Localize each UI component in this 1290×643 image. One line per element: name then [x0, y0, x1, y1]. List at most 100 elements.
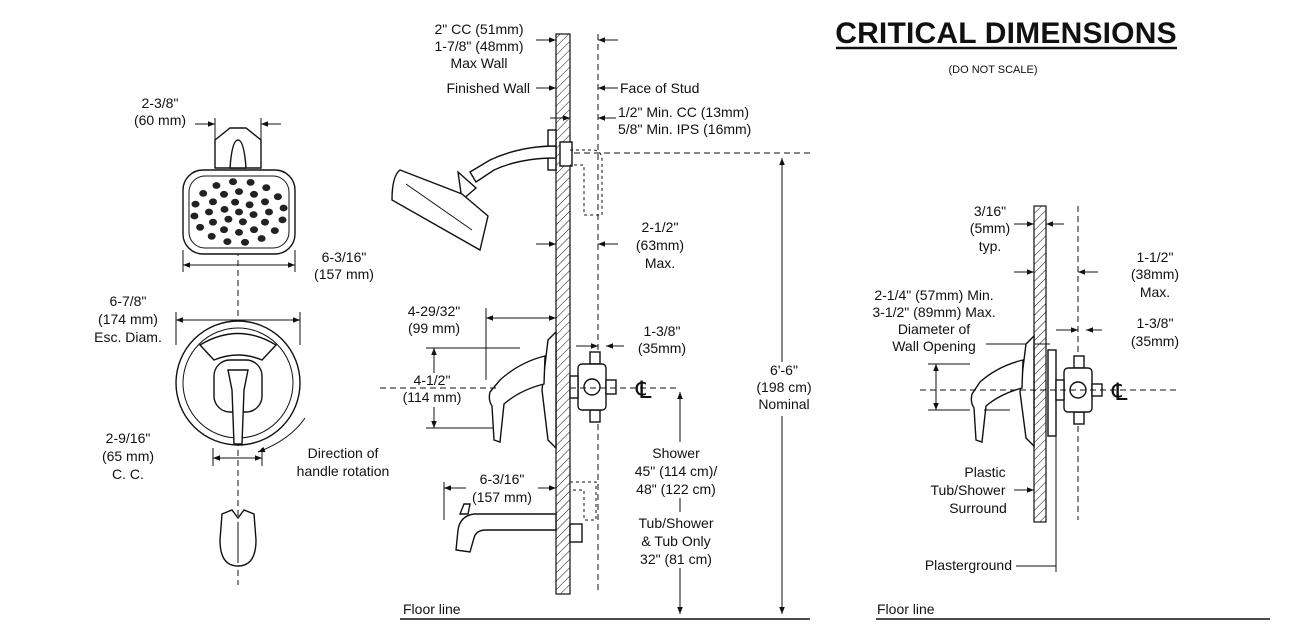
shower-height-label: Shower [652, 445, 700, 461]
detail-valve-depth-metric: (35mm) [1131, 333, 1179, 349]
spray-hole [196, 223, 205, 231]
spray-hole [223, 238, 232, 246]
side-view: Floor line 2" CC (51mm) 1-7/8" (48mm) Ma… [380, 21, 814, 620]
spray-hole [265, 208, 273, 216]
max-space-max: Max. [1140, 284, 1170, 300]
detail-valve-drawing [970, 334, 1103, 448]
valve-depth-metric: (35mm) [638, 340, 686, 356]
spray-hole [235, 208, 243, 216]
spray-hole [261, 198, 269, 206]
rotation-label: Direction of [308, 445, 379, 461]
floor-label: Floor line [403, 601, 461, 617]
spray-hole [229, 178, 237, 186]
max-space-label: 1-1/2" [1137, 249, 1174, 265]
shower-height-48: 48" (122 cm) [636, 481, 716, 497]
spout-reach-label: 6-3/16" [480, 471, 525, 487]
head-diameter-metric: (157 mm) [314, 266, 374, 282]
spray-hole [241, 238, 249, 246]
spray-hole [205, 208, 213, 216]
wall-cc-label: 2" CC (51mm) [435, 21, 524, 37]
spray-hole [190, 212, 199, 220]
handle-cc-metric: (65 mm) [102, 448, 154, 464]
plasterground-label: Plasterground [925, 557, 1012, 573]
shower-head-side-drawing [391, 129, 573, 252]
nominal-text: Nominal [758, 396, 809, 412]
tub-spout-front-drawing [219, 509, 257, 567]
spray-hole [261, 218, 269, 226]
nominal-metric: (198 cm) [756, 379, 811, 395]
plastic-tub-label: Tub/Shower [931, 482, 1006, 498]
spray-hole [231, 198, 240, 206]
max-depth-label: 2-1/2" [642, 219, 679, 235]
handle-cc-cc: C. C. [112, 466, 144, 482]
detail-floor-label: Floor line [877, 601, 935, 617]
surround-thickness-typ: typ. [979, 238, 1002, 254]
min-ips-label: 5/8" Min. IPS (16mm) [618, 121, 751, 137]
spray-hole [209, 198, 217, 206]
plastic-label: Plastic [964, 464, 1005, 480]
valve-side-drawing [488, 330, 617, 450]
handle-cc-label: 2-9/16" [106, 430, 151, 446]
spray-hole [250, 190, 258, 198]
page-subtitle: (DO NOT SCALE) [948, 64, 1037, 76]
spray-hole [199, 190, 208, 197]
tub-height-label: Tub/Shower [639, 515, 714, 531]
tub-height-metric: 32" (81 cm) [640, 551, 712, 567]
front-view: 2-3/8" (60 mm) 6-3/16" (157 mm) 6-7/8" (… [94, 95, 389, 585]
valve-depth-label: 1-3/8" [644, 323, 681, 339]
spray-hole [270, 227, 279, 235]
spray-hole [235, 229, 243, 236]
detail-view: 3/16" (5mm) typ. 1-1/2" (38mm) Max. 2-1/… [872, 203, 1270, 620]
handle-height-label: 4-1/2" [414, 372, 451, 388]
spray-hole [220, 190, 228, 198]
detail-valve-depth-label: 1-3/8" [1137, 315, 1174, 331]
max-space-metric: (38mm) [1131, 266, 1179, 282]
shower-height-45: 45" (114 cm)/ [635, 463, 718, 479]
spray-hole [279, 204, 288, 212]
spray-hole [235, 188, 243, 196]
max-depth-metric: (63mm) [636, 237, 684, 253]
spray-hole [220, 206, 229, 213]
head-width-label: 2-3/8" [142, 95, 179, 111]
head-width-metric: (60 mm) [134, 112, 186, 128]
centerline-symbol: ℄ [635, 376, 652, 404]
spray-hole [224, 215, 233, 223]
surround-thickness-metric: (5mm) [970, 220, 1010, 236]
surround-thickness-label: 3/16" [974, 203, 1006, 219]
tub-only-label: & Tub Only [641, 533, 710, 549]
handle-reach-label: 4-29/32" [408, 303, 460, 319]
spray-hole [246, 179, 255, 186]
spray-hole [257, 235, 266, 242]
spray-hole [209, 218, 217, 226]
spray-hole [250, 226, 258, 234]
detail-centerline-symbol: ℄ [1111, 378, 1128, 406]
max-depth-max: Max. [645, 255, 675, 271]
spray-hole [220, 226, 228, 234]
shower-head-front-drawing [182, 127, 296, 255]
spray-hole [191, 200, 200, 208]
spray-hole [278, 216, 287, 224]
face-of-stud-label: Face of Stud [620, 80, 699, 96]
spray-hole [273, 193, 282, 201]
wall-maxwall-label: Max Wall [450, 55, 507, 71]
handle-reach-metric: (99 mm) [408, 320, 460, 336]
opening-diameter-label: Diameter of [898, 321, 970, 337]
escutcheon-label: 6-7/8" [110, 293, 147, 309]
spray-hole [262, 184, 271, 192]
page-title: CRITICAL DIMENSIONS [835, 17, 1177, 50]
escutcheon-drawing [175, 320, 301, 446]
min-cc-label: 1/2" Min. CC (13mm) [618, 104, 749, 120]
tub-spout-side-drawing [455, 503, 583, 553]
handle-height-metric: (114 mm) [403, 389, 462, 405]
opening-wall-label: Wall Opening [892, 338, 976, 354]
spray-hole [245, 201, 254, 209]
finished-wall-label: Finished Wall [446, 80, 530, 96]
title-block: CRITICAL DIMENSIONS (DO NOT SCALE) [835, 17, 1177, 76]
rotation-label-2: handle rotation [297, 463, 390, 479]
surround-panel [1033, 205, 1047, 523]
escutcheon-metric: (174 mm) [98, 311, 158, 327]
plastic-surround-label: Surround [949, 500, 1007, 516]
wall-max-label: 1-7/8" (48mm) [435, 38, 524, 54]
spray-hole [249, 211, 258, 219]
